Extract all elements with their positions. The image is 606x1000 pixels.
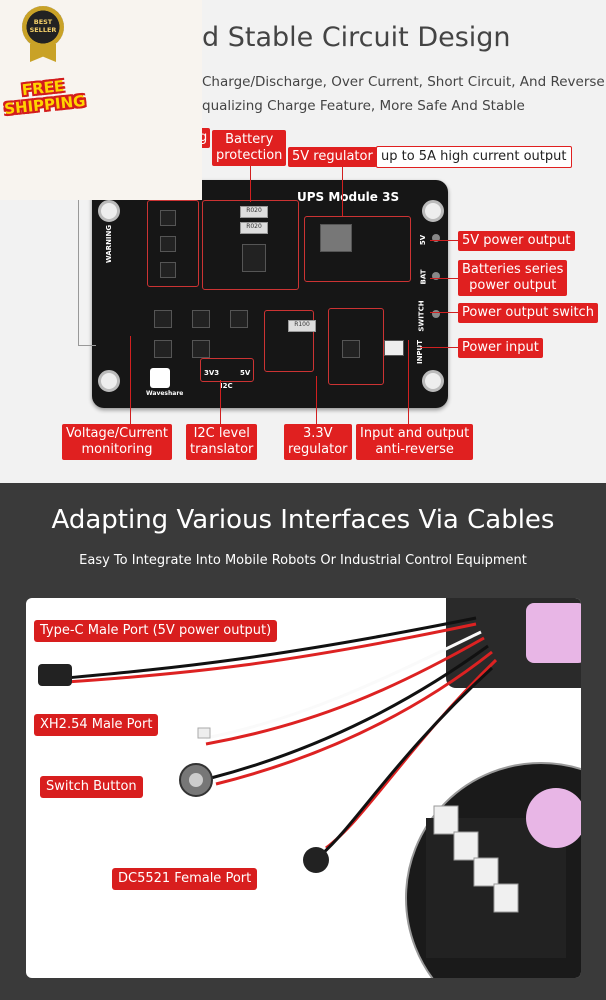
cable-red xyxy=(215,650,493,786)
monitor-block xyxy=(264,310,314,372)
callout-anti-reverse: Input and output anti-reverse xyxy=(356,424,474,460)
best-seller-seal: BEST SELLER xyxy=(22,6,64,48)
cable-black xyxy=(65,616,477,680)
section-title: d Stable Circuit Design xyxy=(202,22,511,53)
ups-board-image: UPS Module 3S WARNING R020 R020 R100 5V … xyxy=(92,180,448,408)
seal-text: BEST SELLER xyxy=(29,18,57,34)
port-label-input: INPUT xyxy=(416,339,425,365)
i2c-block xyxy=(200,358,254,382)
mount-hole xyxy=(422,370,444,392)
subtitle-line-1: Charge/Discharge, Over Current, Short Ci… xyxy=(202,74,605,90)
callout-3v3-regulator: 3.3V regulator xyxy=(284,424,352,460)
callout-line xyxy=(78,345,96,346)
battery-zoom xyxy=(526,788,581,848)
inductor xyxy=(320,224,352,252)
waveshare-logo xyxy=(150,368,170,388)
promo-badge-area: BEST SELLER FREE SHIPPING xyxy=(0,0,202,200)
callout-dc5521: DC5521 Female Port xyxy=(112,868,258,890)
callout-line xyxy=(430,278,458,279)
mosfet xyxy=(160,262,176,278)
i2c-3v3-label: 3V3 xyxy=(204,369,220,377)
callout-line xyxy=(430,312,458,313)
ic-chip xyxy=(342,340,360,358)
ic-chip xyxy=(154,340,172,358)
mount-hole xyxy=(422,200,444,222)
callout-batteries-series: Batteries series power output xyxy=(458,260,568,296)
port-label-5v: 5V xyxy=(419,234,428,246)
cable-red xyxy=(205,636,485,746)
subtitle-line-2: qualizing Charge Feature, More Safe And … xyxy=(202,98,525,114)
input-connector xyxy=(384,340,404,356)
i2c-label: I2C xyxy=(220,382,233,390)
regulator-5v-block xyxy=(304,216,411,282)
cables-photo: Type-C Male Port (5V power output) XH2.5… xyxy=(26,598,581,978)
callout-typec: Type-C Male Port (5V power output) xyxy=(34,620,278,642)
xh-connector xyxy=(453,831,479,861)
callout-voltage-current: Voltage/Current monitoring xyxy=(62,424,172,460)
cable-black xyxy=(210,644,489,780)
xh254-plug xyxy=(197,727,211,739)
section-subtitle: Charge/Discharge, Over Current, Short Ci… xyxy=(202,70,605,118)
i2c-5v-label: 5V xyxy=(240,369,251,377)
callout-power-switch: Power output switch xyxy=(458,303,598,323)
anti-reverse-block xyxy=(328,308,384,385)
cable-black xyxy=(321,666,494,856)
callout-line xyxy=(130,336,131,424)
cables-illustration xyxy=(38,598,581,978)
callout-line xyxy=(420,347,458,348)
mosfet xyxy=(160,210,176,226)
mount-hole xyxy=(98,200,120,222)
circuit-design-section: d Stable Circuit Design Charge/Discharge… xyxy=(0,0,606,483)
section-subtitle-cables: Easy To Integrate Into Mobile Robots Or … xyxy=(79,553,527,568)
callout-battery-protection: Battery protection xyxy=(212,130,287,166)
protection-block xyxy=(147,200,199,287)
callout-line xyxy=(220,380,221,424)
shunt-resistor: R100 xyxy=(288,320,316,332)
ic-chip xyxy=(192,340,210,358)
section-title-cables: Adapting Various Interfaces Via Cables xyxy=(51,505,555,535)
connector-pin xyxy=(432,272,440,280)
callout-switch: Switch Button xyxy=(40,776,143,798)
cable-red xyxy=(65,622,477,684)
connector-pin xyxy=(432,310,440,318)
callout-line xyxy=(316,376,317,424)
callout-5v-regulator: 5V regulator xyxy=(288,147,377,167)
battery-pack xyxy=(526,603,581,663)
callout-xh254: XH2.54 Male Port xyxy=(34,714,159,736)
callout-5v-regulator-note: up to 5A high current output xyxy=(376,146,572,168)
callout-line xyxy=(430,240,458,241)
mosfet xyxy=(160,236,176,252)
callout-i2c-translator: I2C level translator xyxy=(186,424,258,460)
connector-pin xyxy=(432,234,440,242)
cables-section: Adapting Various Interfaces Via Cables E… xyxy=(0,483,606,1000)
callout-line xyxy=(408,340,409,424)
callout-line xyxy=(250,166,251,202)
callout-line xyxy=(342,164,343,216)
brand-label: Waveshare xyxy=(146,390,184,397)
callout-line xyxy=(78,200,79,345)
xh-connector xyxy=(493,883,519,913)
board-warning-label: WARNING xyxy=(105,224,114,264)
callout-power-input: Power input xyxy=(458,338,543,358)
ic-chip xyxy=(230,310,248,328)
callout-5v-power-output: 5V power output xyxy=(458,231,575,251)
xh-connector xyxy=(433,805,459,835)
seal-ribbon xyxy=(30,44,56,62)
mount-hole xyxy=(98,370,120,392)
dc5521-jack xyxy=(303,847,329,873)
ic-chip xyxy=(154,310,172,328)
ic-chip xyxy=(192,310,210,328)
switch-button-cap xyxy=(189,773,203,787)
shunt-resistor: R020 xyxy=(240,206,268,218)
free-shipping-badge: FREE SHIPPING xyxy=(3,76,87,119)
xh-connector xyxy=(473,857,499,887)
port-label-bat: BAT xyxy=(419,269,428,285)
cable-white xyxy=(205,630,482,740)
port-label-switch: SWITCH xyxy=(417,300,426,332)
ic-chip xyxy=(242,244,266,272)
shunt-resistor: R020 xyxy=(240,222,268,234)
type-c-plug xyxy=(38,664,72,686)
board-name: UPS Module 3S xyxy=(297,190,400,204)
